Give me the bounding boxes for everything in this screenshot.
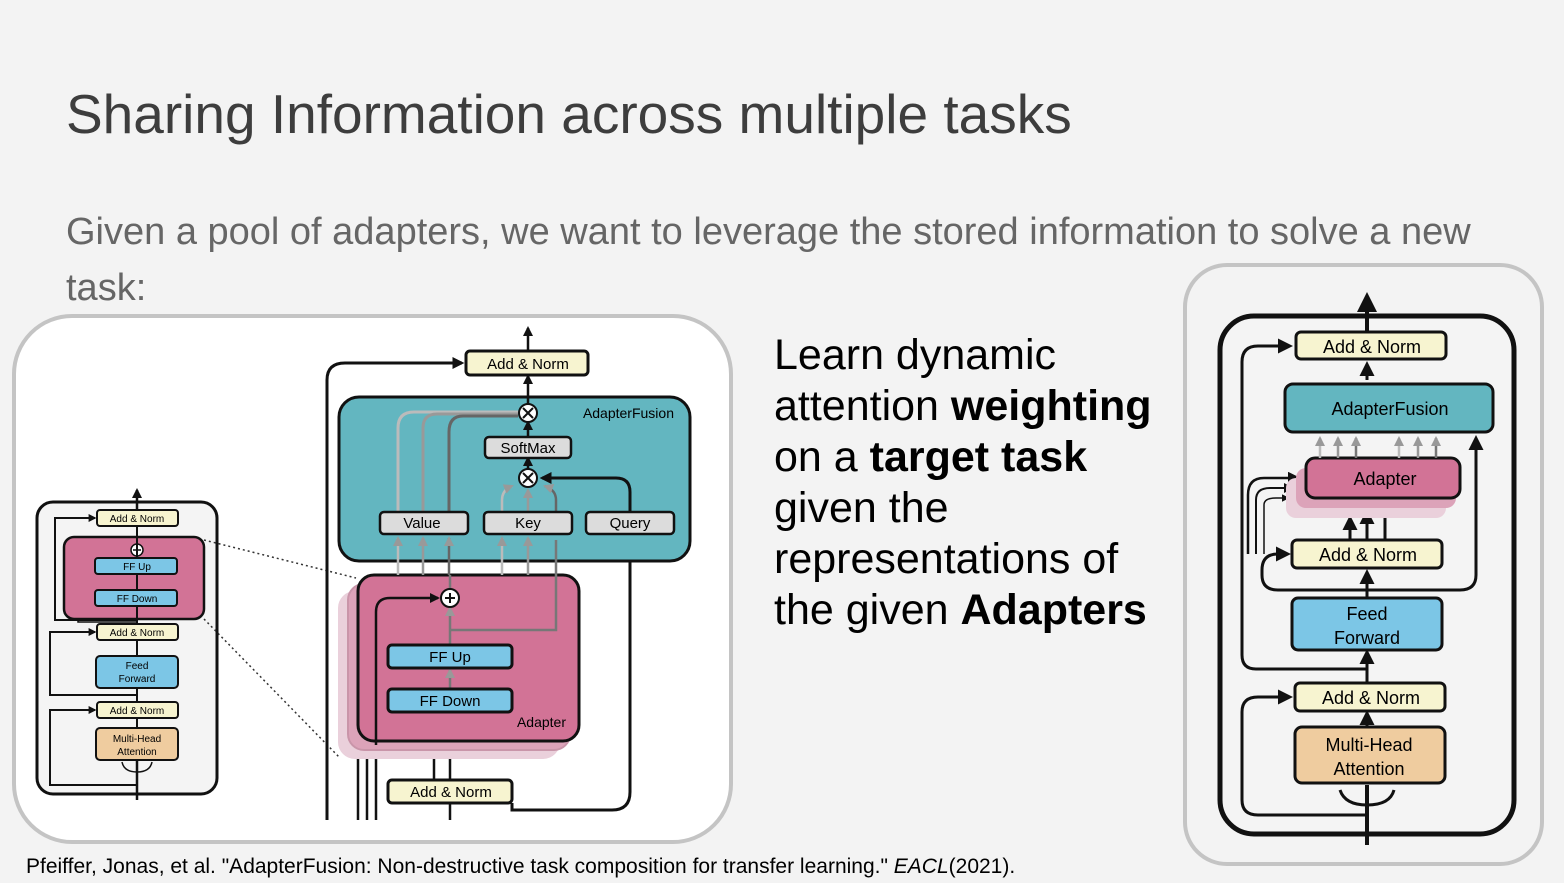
description-part-1: Learn dynamic attention <box>774 331 1057 430</box>
right-add-norm-mid-label: Add & Norm <box>1319 545 1417 565</box>
large-add-norm-bottom-label: Add & Norm <box>410 784 492 801</box>
right-mha-label-1: Multi-Head <box>1325 735 1412 755</box>
description-bold-target-task: target task <box>869 433 1088 481</box>
right-forward-label: Forward <box>1334 628 1400 648</box>
large-add-norm-top-label: Add & Norm <box>487 356 569 373</box>
small-ff-down-label: FF Down <box>117 594 158 605</box>
small-ff-up-label: FF Up <box>123 562 151 573</box>
small-add-norm-mid-label: Add & Norm <box>110 628 164 639</box>
right-transformer-diagram: Adapter Add & Norm AdapterFusion Add & N… <box>1217 292 1517 845</box>
description-part-2: on a <box>774 433 870 481</box>
right-adapter-label: Adapter <box>1353 469 1416 489</box>
small-feed-label: Feed <box>126 661 149 672</box>
small-mha-label-1: Multi-Head <box>113 734 161 745</box>
slide-subtitle: Given a pool of adapters, we want to lev… <box>66 211 1471 309</box>
large-softmax-label: SoftMax <box>500 440 556 457</box>
small-forward-label: Forward <box>119 674 156 685</box>
small-add-norm-top-label: Add & Norm <box>110 514 164 525</box>
large-key-label: Key <box>515 515 541 532</box>
slide-title: Sharing Information across multiple task… <box>66 83 1072 145</box>
right-mha-label-2: Attention <box>1333 759 1404 779</box>
citation: Pfeiffer, Jonas, et al. "AdapterFusion: … <box>26 855 1015 879</box>
right-fusion-label: AdapterFusion <box>1331 399 1448 419</box>
description-part-3: given the representations of the given <box>774 484 1119 634</box>
large-fusion-label: AdapterFusion <box>583 405 674 421</box>
right-add-norm-low-label: Add & Norm <box>1322 688 1420 708</box>
description-bold-adapters: Adapters <box>960 586 1147 634</box>
right-feed-label: Feed <box>1346 604 1387 624</box>
large-ff-down-label: FF Down <box>420 693 481 710</box>
small-add-norm-low-label: Add & Norm <box>110 706 164 717</box>
description-bold-weighting: weighting <box>950 382 1152 430</box>
small-mha-label-2: Attention <box>117 747 156 758</box>
citation-venue: EACL <box>893 855 949 878</box>
large-ff-up-label: FF Up <box>429 649 471 666</box>
right-add-norm-top-label: Add & Norm <box>1323 337 1421 357</box>
small-transformer-block: Add & Norm FF Up FF Down Add & Norm Feed… <box>35 488 357 800</box>
large-query-label: Query <box>610 515 651 532</box>
adapter-fusion-transformer-panel <box>1183 263 1544 866</box>
large-adapter-fusion-block: AdapterFusion Add & Norm SoftMax Value K… <box>325 326 692 820</box>
large-value-label: Value <box>403 515 440 532</box>
citation-year: (2021). <box>948 855 1016 878</box>
citation-text: Pfeiffer, Jonas, et al. "AdapterFusion: … <box>26 855 894 878</box>
large-adapter-label: Adapter <box>517 714 566 730</box>
description-text: Learn dynamic attention weighting on a t… <box>774 330 1174 636</box>
